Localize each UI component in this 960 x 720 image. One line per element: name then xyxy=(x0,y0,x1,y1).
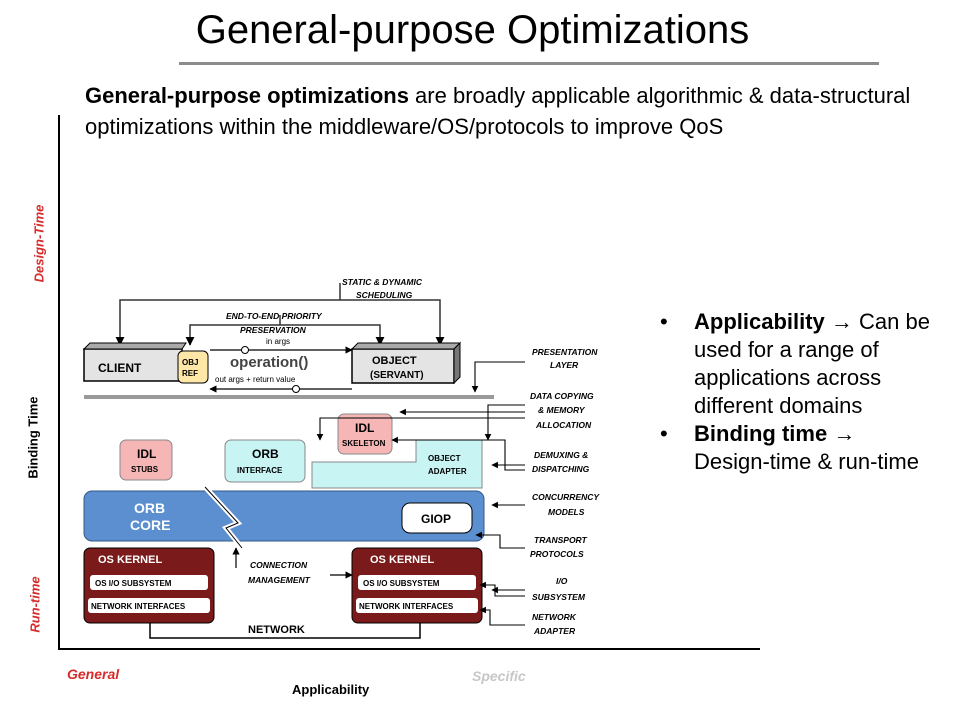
intro-rest: are broadly applicable algorithmic & dat… xyxy=(85,83,911,139)
x-axis-left-label: General xyxy=(67,666,120,682)
operation-label: operation() xyxy=(230,354,308,371)
connection-management-label-2: MANAGEMENT xyxy=(248,575,311,585)
x-axis-line xyxy=(58,648,760,650)
arrow-icon: → xyxy=(833,421,856,446)
idl-stubs-label-1: IDL xyxy=(137,447,156,461)
in-args-label: in args xyxy=(266,337,290,346)
os-kernel-right: OS KERNEL OS I/O SUBSYSTEM NETWORK INTER… xyxy=(351,547,483,624)
connection-and-network: CONNECTION MANAGEMENT NETWORK xyxy=(149,547,421,639)
net-adapter-label-2: ADAPTER xyxy=(533,626,576,636)
obj-ref-label-1: OBJ xyxy=(182,358,198,367)
object-adapter-label-2: ADAPTER xyxy=(428,467,467,476)
orb-core-box: ORB CORE GIOP xyxy=(83,485,485,550)
demuxing-label-2: DISPATCHING xyxy=(532,464,590,474)
io-label-2: SUBSYSTEM xyxy=(532,592,586,602)
os-kernel-left: OS KERNEL OS I/O SUBSYSTEM NETWORK INTER… xyxy=(83,547,215,624)
os-io-left-label: OS I/O SUBSYSTEM xyxy=(95,579,172,588)
arrow-icon: → xyxy=(830,309,853,334)
concurrency-label-2: MODELS xyxy=(548,507,585,517)
scheduling-arrows xyxy=(115,283,445,346)
presentation-label-1: PRESENTATION xyxy=(532,347,598,357)
out-args-label: out args + return value xyxy=(215,375,296,384)
intro-bold: General-purpose optimizations xyxy=(85,83,409,108)
end-to-end-label-1: END-TO-END PRIORITY xyxy=(226,311,323,321)
orb-core-label-2: CORE xyxy=(130,517,170,533)
data-copying-label-3: ALLOCATION xyxy=(535,420,592,430)
obj-ref: OBJ REF xyxy=(177,350,209,384)
optimization-labels: STATIC & DYNAMIC SCHEDULING END-TO-END P… xyxy=(226,277,600,636)
title-underline xyxy=(179,62,879,65)
connection-management-label-1: CONNECTION xyxy=(250,560,308,570)
bullet-binding-time: Binding time → Design-time & run-time xyxy=(660,420,930,476)
object-label-1: OBJECT xyxy=(372,355,417,367)
io-label-1: I/O xyxy=(556,576,568,586)
bullet-list: Applicability → Can be used for a range … xyxy=(660,308,930,476)
bullet-applicability: Applicability → Can be used for a range … xyxy=(660,308,930,420)
idl-skeleton-label-1: IDL xyxy=(355,421,374,435)
leader-lines xyxy=(316,361,525,626)
intro-paragraph: General-purpose optimizations are broadl… xyxy=(85,80,945,142)
object-adapter-label-1: OBJECT xyxy=(428,454,461,463)
transport-label-2: PROTOCOLS xyxy=(530,549,584,559)
os-kernel-right-label: OS KERNEL xyxy=(370,554,434,566)
idl-stubs-box: IDL STUBS xyxy=(119,439,173,481)
orb-core-label-1: ORB xyxy=(134,500,165,516)
static-dynamic-label-1: STATIC & DYNAMIC xyxy=(342,277,423,287)
operation-arrows: in args operation() out args + return va… xyxy=(209,337,353,393)
bullet-term: Binding time xyxy=(694,421,828,446)
os-kernel-left-label: OS KERNEL xyxy=(98,554,162,566)
bullet-text: Design-time & run-time xyxy=(694,449,919,474)
object-servant-box: OBJECT (SERVANT) xyxy=(350,341,462,385)
net-adapter-label-1: NETWORK xyxy=(532,612,577,622)
end-to-end-label-2: PRESERVATION xyxy=(240,325,307,335)
slide-title: General-purpose Optimizations xyxy=(195,8,750,52)
idl-stubs-label-2: STUBS xyxy=(131,465,159,474)
giop-label: GIOP xyxy=(421,512,451,526)
presentation-label-2: LAYER xyxy=(550,360,579,370)
idl-skeleton-box: IDL SKELETON xyxy=(337,413,393,455)
demuxing-label-1: DEMUXING & xyxy=(534,450,588,460)
object-label-2: (SERVANT) xyxy=(370,370,424,381)
orb-interface-label-2: INTERFACE xyxy=(237,466,283,475)
client-label: CLIENT xyxy=(98,361,142,375)
network-label: NETWORK xyxy=(248,624,305,636)
data-copying-label-2: & MEMORY xyxy=(538,405,586,415)
bullet-text: Can be used for a range of applications … xyxy=(694,309,930,418)
y-axis-line xyxy=(58,115,60,650)
concurrency-label-1: CONCURRENCY xyxy=(532,492,600,502)
network-interfaces-left-label: NETWORK INTERFACES xyxy=(91,602,186,611)
x-axis-title: Applicability xyxy=(292,682,370,697)
data-copying-label-1: DATA COPYING xyxy=(530,391,594,401)
obj-ref-label-2: REF xyxy=(182,369,198,378)
x-axis-right-label: Specific xyxy=(472,668,526,684)
static-dynamic-label-2: SCHEDULING xyxy=(356,290,413,300)
network-interfaces-right-label: NETWORK INTERFACES xyxy=(359,602,454,611)
orb-interface-label-1: ORB xyxy=(252,447,279,461)
os-io-right-label: OS I/O SUBSYSTEM xyxy=(363,579,440,588)
transport-label-1: TRANSPORT xyxy=(534,535,588,545)
client-box: CLIENT xyxy=(82,342,187,382)
bullet-term: Applicability xyxy=(694,309,825,334)
orb-interface-box: ORB INTERFACE xyxy=(224,439,306,483)
separator-band xyxy=(84,395,494,399)
idl-skeleton-label-2: SKELETON xyxy=(342,439,386,448)
